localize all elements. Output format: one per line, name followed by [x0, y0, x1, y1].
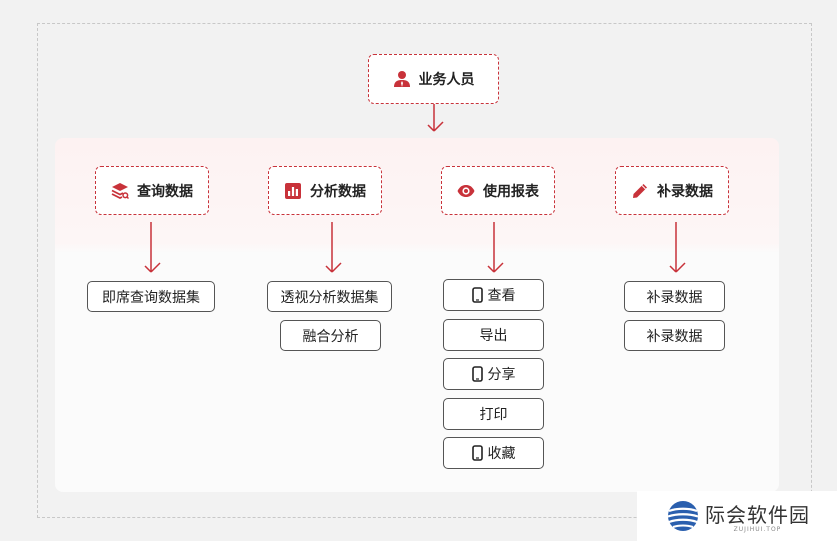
leaf-label: 查看: [487, 288, 516, 304]
group-label: 分析数据: [310, 183, 366, 200]
leaf-item: 透视分析数据集: [267, 281, 392, 312]
leaf-label: 导出: [479, 328, 508, 344]
phone-icon: [471, 445, 483, 461]
group-label: 补录数据: [657, 183, 713, 200]
leaf-item: 收藏: [443, 437, 544, 469]
group-label: 查询数据: [137, 183, 193, 200]
globe-logo-icon: [665, 498, 701, 534]
leaf-item: 即席查询数据集: [87, 281, 215, 312]
group-query: 查询数据: [95, 166, 209, 215]
eye-icon: [457, 182, 475, 200]
group-analysis: 分析数据: [268, 166, 382, 215]
pencil-icon: [631, 182, 649, 200]
leaf-item: 补录数据: [624, 281, 725, 312]
phone-icon: [471, 366, 483, 382]
leaf-label: 即席查询数据集: [102, 289, 200, 306]
watermark: 际会软件园 ZUJIHUI.TOP: [637, 491, 837, 541]
leaf-label: 打印: [479, 407, 508, 423]
leaf-item: 查看: [443, 279, 544, 311]
leaf-label: 收藏: [487, 446, 516, 462]
leaf-item: 补录数据: [624, 320, 725, 351]
leaf-label: 透视分析数据集: [280, 289, 379, 306]
leaf-item: 分享: [443, 358, 544, 390]
leaf-item: 融合分析: [280, 320, 381, 351]
leaf-item: 导出: [443, 319, 544, 351]
layers-search-icon: [111, 182, 129, 200]
root-label: 业务人员: [418, 72, 475, 88]
leaf-label: 融合分析: [302, 328, 359, 345]
leaf-label: 分享: [487, 367, 516, 383]
user-icon: [393, 70, 411, 88]
leaf-label: 补录数据: [646, 328, 703, 345]
group-label: 使用报表: [483, 183, 539, 200]
watermark-subtitle: ZUJIHUI.TOP: [733, 526, 782, 533]
group-supplement: 补录数据: [615, 166, 729, 215]
root-node: 业务人员: [368, 54, 499, 104]
bar-chart-icon: [284, 182, 302, 200]
leaf-label: 补录数据: [646, 289, 703, 306]
diagram-frame: [37, 23, 812, 518]
group-reports: 使用报表: [441, 166, 555, 215]
leaf-item: 打印: [443, 398, 544, 430]
phone-icon: [471, 287, 483, 303]
watermark-title: 际会软件园: [705, 503, 810, 527]
